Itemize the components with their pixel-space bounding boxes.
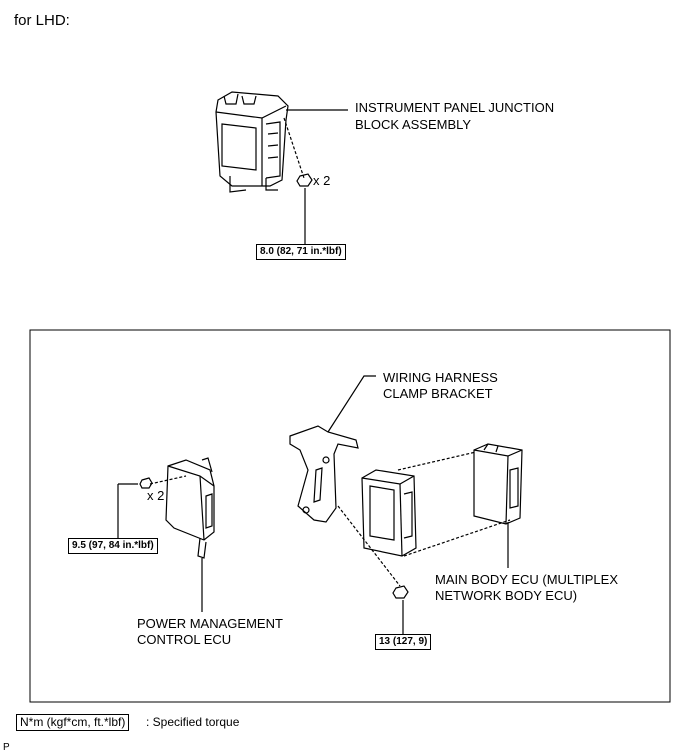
- clamp-bracket-label-line1: WIRING HARNESS: [383, 370, 498, 385]
- junction-block-illustration: [215, 91, 289, 193]
- clamp-bracket-label-line2: CLAMP BRACKET: [383, 386, 493, 401]
- main-body-ecu-label-line1: MAIN BODY ECU (MULTIPLEX: [435, 572, 618, 587]
- bolt-dash-line: [337, 505, 401, 587]
- nut-quantity: x 2: [313, 173, 331, 188]
- power-ecu-label-line1: POWER MANAGEMENT: [137, 616, 283, 631]
- power-ecu-label-line2: CONTROL ECU: [137, 632, 232, 647]
- power-ecu-nut-illustration: [139, 477, 153, 489]
- power-ecu-dash-line: [149, 475, 187, 485]
- center-ecu-illustration: [361, 469, 417, 557]
- footer-code: P: [3, 742, 10, 753]
- detail-frame: [29, 329, 671, 703]
- bolt-illustration: [392, 585, 409, 599]
- power-ecu-nut-quantity: x 2: [147, 488, 165, 503]
- junction-block-torque-box: 8.0 (82, 71 in.*lbf): [256, 244, 346, 260]
- torque-unit-legend-text: : Specified torque: [146, 715, 240, 729]
- main-body-ecu-label-line2: NETWORK BODY ECU): [435, 588, 578, 603]
- ecu-alignment-line-1: [397, 451, 477, 471]
- torque-unit-legend-box: N*m (kgf*cm, ft.*lbf): [16, 714, 130, 731]
- main-body-ecu-illustration: [473, 443, 523, 525]
- nut-illustration: [296, 173, 313, 187]
- ecu-alignment-line-2: [403, 519, 511, 557]
- clamp-bracket-leader: [327, 375, 376, 433]
- power-management-ecu-illustration: [165, 457, 215, 559]
- junction-block-dash-line: [283, 117, 305, 179]
- junction-block-label-line2: BLOCK ASSEMBLY: [355, 117, 472, 132]
- junction-block-label-line1: INSTRUMENT PANEL JUNCTION: [355, 100, 555, 115]
- bolt-torque-box: 13 (127, 9): [375, 634, 432, 650]
- page-title: for LHD:: [14, 12, 70, 29]
- power-ecu-torque-box: 9.5 (97, 84 in.*lbf): [68, 538, 158, 554]
- clamp-bracket-illustration: [289, 425, 359, 523]
